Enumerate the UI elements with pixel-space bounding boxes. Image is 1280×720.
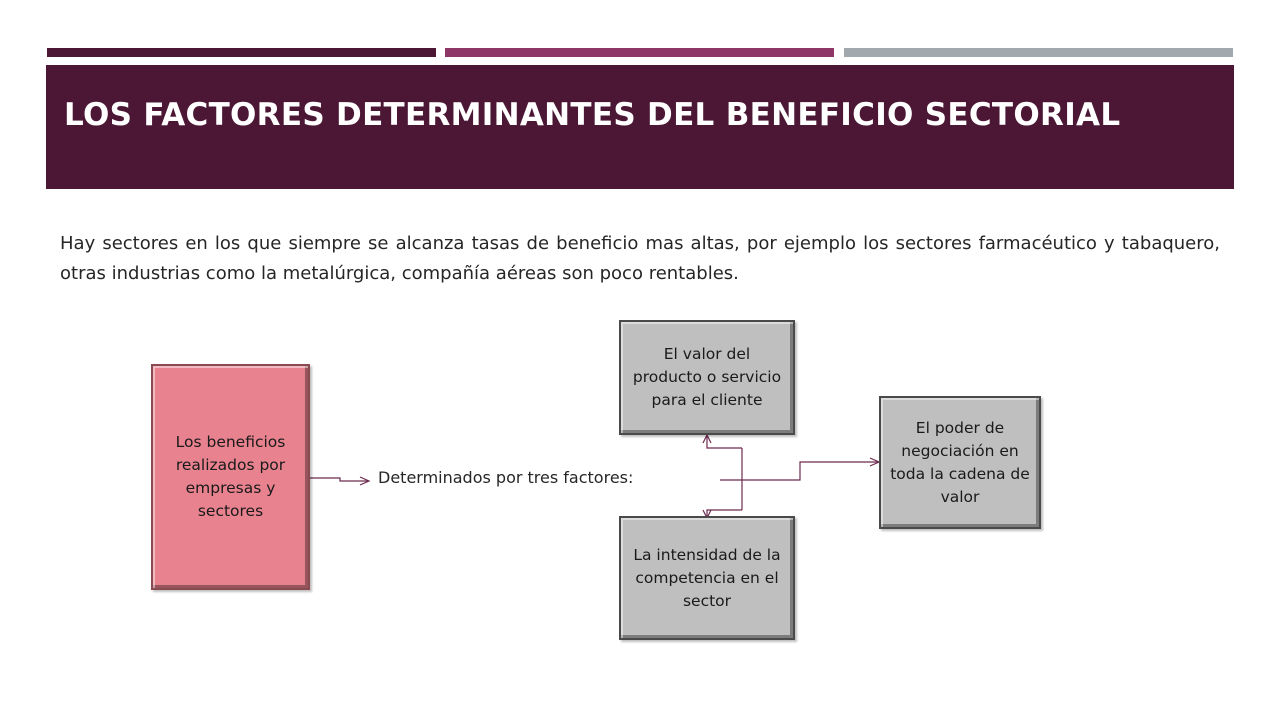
factor-bargaining-label: El poder de negociación en toda la caden… [890, 418, 1030, 506]
arrowhead-value [702, 433, 712, 444]
source-box-label: Los beneficios realizados por empresas y… [175, 433, 286, 520]
factor-value-label: El valor del producto o servicio para el… [632, 345, 782, 409]
factor-box-bargaining: El poder de negociación en toda la caden… [879, 396, 1041, 529]
factor-box-competition: La intensidad de la competencia en el se… [619, 516, 795, 640]
accent-bar-magenta [445, 48, 834, 57]
connector-label: Determinados por tres factores: [378, 468, 634, 487]
arrow-to-competition-box [706, 509, 742, 516]
accent-bar-dark [47, 48, 436, 57]
intro-paragraph: Hay sectores en los que siempre se alcan… [60, 233, 1220, 284]
arrow-source-to-label [310, 477, 368, 482]
factor-competition-label: La intensidad de la competencia en el se… [633, 545, 781, 610]
title-banner: LOS FACTORES DETERMINANTES DEL BENEFICIO… [46, 65, 1234, 189]
arrowhead-label [359, 476, 371, 486]
page-title: LOS FACTORES DETERMINANTES DEL BENEFICIO… [64, 97, 1121, 133]
accent-bar-grey [844, 48, 1233, 57]
factor-box-value: El valor del producto o servicio para el… [619, 320, 795, 435]
source-box: Los beneficios realizados por empresas y… [151, 364, 310, 590]
arrow-to-bargaining-box [742, 461, 878, 481]
arrow-to-value-box [706, 436, 742, 449]
